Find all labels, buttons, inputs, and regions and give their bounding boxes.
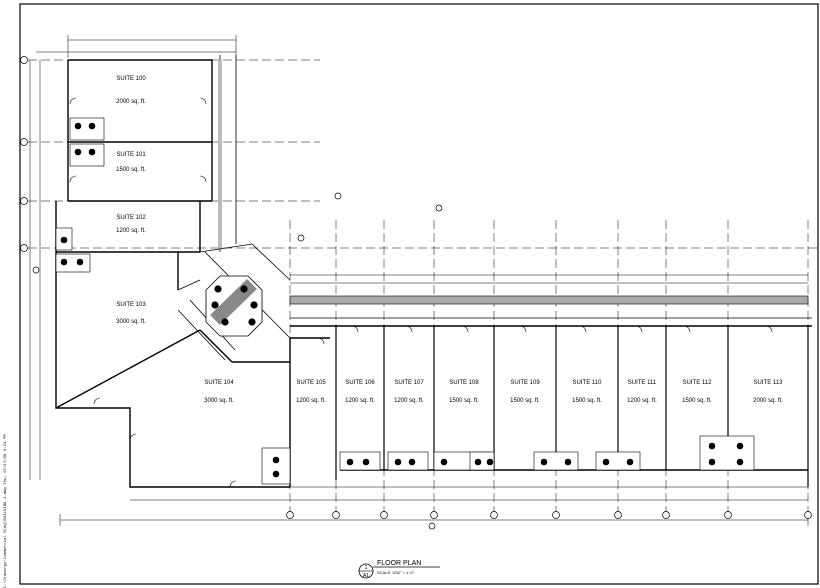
sheet-border	[19, 3, 819, 585]
restroom-fixtures	[55, 117, 755, 485]
suite-104-name: SUITE 104	[204, 380, 234, 386]
suite-111-area: 1200 sq. ft.	[627, 398, 657, 404]
suite-110-name: SUITE 110	[573, 380, 603, 386]
suite-109-name: SUITE 109	[510, 380, 540, 386]
suite-105-area: 1200 sq. ft.	[296, 398, 326, 404]
suite-101-name: SUITE 101	[116, 152, 146, 158]
suite-113-area: 2000 sq. ft.	[753, 398, 783, 404]
suite-102-area: 1200 sq. ft.	[116, 228, 146, 234]
suite-108-name: SUITE 108	[449, 380, 479, 386]
suite-100-name: SUITE 100	[116, 76, 146, 82]
suite-112-name: SUITE 112	[683, 380, 713, 386]
title-block: 1 A1 FLOOR PLAN SCALE: 3/32" = 1'-0"	[358, 560, 440, 579]
door-swings	[69, 97, 773, 488]
suite-111-name: SUITE 111	[628, 380, 657, 386]
suite-103-area: 3000 sq. ft.	[116, 319, 146, 325]
suite-106-area: 1200 sq. ft.	[345, 398, 375, 404]
suite-110-area: 1500 sq. ft.	[572, 398, 602, 404]
detail-sheet: A1	[363, 573, 369, 579]
suite-105-name: SUITE 105	[296, 380, 326, 386]
suite-101-area: 1500 sq. ft.	[116, 167, 146, 173]
symbols	[32, 192, 443, 530]
grid-bubbles	[20, 56, 812, 519]
suite-107-area: 1200 sq. ft.	[394, 398, 424, 404]
plan-scale: SCALE: 3/32" = 1'-0"	[377, 570, 415, 575]
suite-107-name: SUITE 107	[394, 380, 424, 386]
suite-labels: SUITE 100 2000 sq. ft. SUITE 101 1500 sq…	[116, 76, 783, 404]
detail-number: 1	[365, 565, 368, 571]
plan-title: FLOOR PLAN	[377, 560, 421, 567]
drawing-path-stamp: C:\Drawings\Commercial Bldg\BUILDING 1.d…	[0, 330, 20, 588]
dimension-lines	[29, 35, 809, 526]
suite-113-name: SUITE 113	[754, 380, 784, 386]
walls	[55, 59, 330, 488]
suite-112-area: 1500 sq. ft.	[682, 398, 712, 404]
suite-109-area: 1500 sq. ft.	[510, 398, 540, 404]
suite-100-area: 2000 sq. ft.	[116, 99, 146, 105]
suite-103-name: SUITE 103	[116, 302, 146, 308]
suite-106-name: SUITE 106	[345, 380, 375, 386]
lobby	[205, 275, 263, 337]
suite-108-area: 1500 sq. ft.	[449, 398, 479, 404]
drawing-path-text: C:\Drawings\Commercial Bldg\BUILDING 1.d…	[4, 434, 8, 588]
suite-104-area: 3000 sq. ft.	[204, 398, 234, 404]
suite-102-name: SUITE 102	[116, 215, 146, 221]
